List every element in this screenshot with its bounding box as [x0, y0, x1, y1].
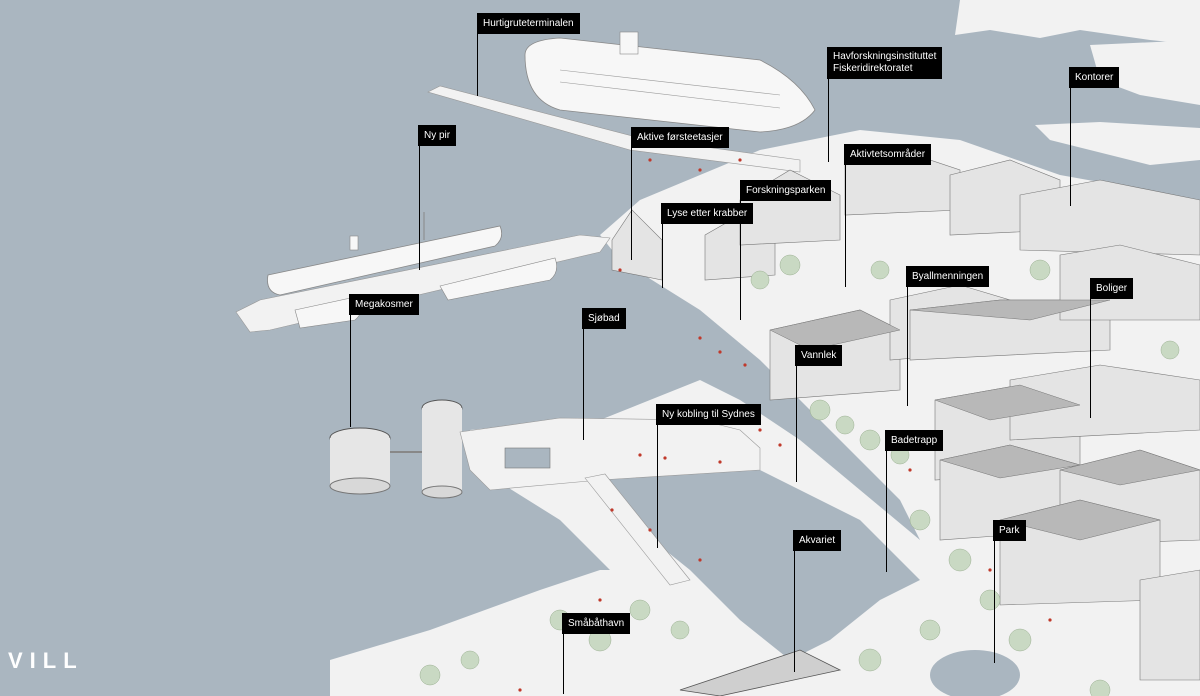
- pole-boliger: [1090, 298, 1091, 418]
- pole-megakosmer: [350, 315, 351, 427]
- pole-byallmenningen: [907, 286, 908, 406]
- pole-park: [994, 541, 995, 663]
- pole-ny-kobling-til-sydnes: [657, 424, 658, 548]
- label-akvariet: Akvariet: [793, 530, 842, 551]
- pole-aktive-forsteetasjer: [631, 148, 632, 260]
- label-byallmenningen: Byallmenningen: [906, 266, 990, 287]
- pole-aktivtetsomrader: [845, 165, 846, 287]
- label-forskningsparken: Forskningsparken: [740, 180, 832, 201]
- vill-logo: VILL: [8, 648, 84, 673]
- label-hurtigruteterminalen: Hurtigruteterminalen: [477, 13, 580, 34]
- pole-sjobad: [583, 328, 584, 440]
- label-vannlek: Vannlek: [795, 345, 843, 366]
- pole-akvariet: [794, 550, 795, 672]
- pole-badetrapp: [886, 450, 887, 572]
- pole-ny-pir: [419, 146, 420, 270]
- pole-havforskningsinstituttet: [828, 78, 829, 162]
- pole-kontorer: [1070, 88, 1071, 206]
- label-aktivtetsomrader: Aktivtetsområder: [844, 144, 932, 165]
- label-megakosmer: Megakosmer: [349, 294, 419, 315]
- label-smabathavn: Småbåthavn: [562, 613, 631, 634]
- label-badetrapp: Badetrapp: [885, 430, 944, 451]
- pole-lyse-etter-krabber: [662, 222, 663, 288]
- label-aktive-forsteetasjer: Aktive førsteetasjer: [631, 127, 729, 148]
- label-ny-pir: Ny pir: [418, 125, 457, 146]
- label-havforskningsinstituttet: Havforskningsinstituttet Fiskeridirektor…: [827, 47, 943, 79]
- label-lyse-etter-krabber: Lyse etter krabber: [661, 203, 754, 224]
- pole-hurtigruteterminalen: [477, 34, 478, 96]
- label-boliger: Boliger: [1090, 278, 1134, 299]
- label-kontorer: Kontorer: [1069, 67, 1120, 88]
- pole-vannlek: [796, 366, 797, 482]
- pole-smabathavn: [563, 634, 564, 694]
- label-ny-kobling-til-sydnes: Ny kobling til Sydnes: [656, 404, 761, 425]
- label-park: Park: [993, 520, 1026, 541]
- label-sjobad: Sjøbad: [582, 308, 626, 329]
- pole-forskningsparken: [740, 200, 741, 320]
